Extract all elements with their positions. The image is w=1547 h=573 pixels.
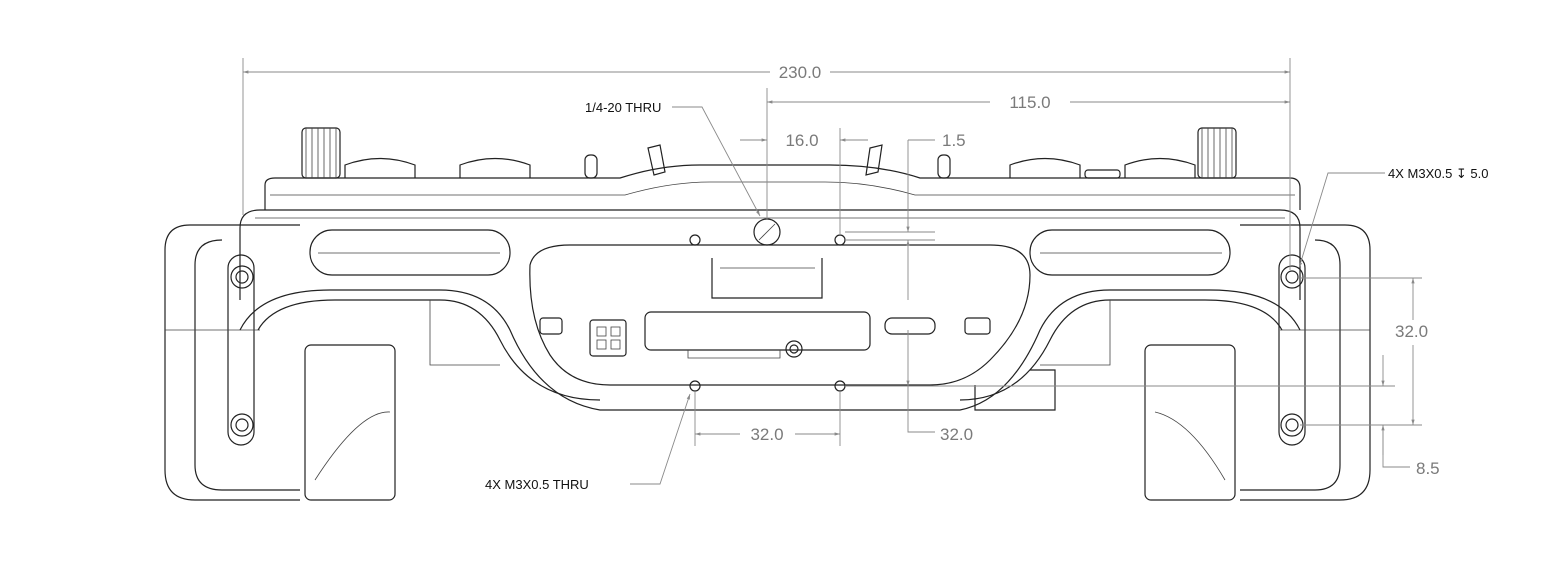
- knurled-knob-left: [301, 127, 341, 179]
- dim-bottom-offset: 8.5: [1416, 459, 1440, 478]
- joystick-knobs: [344, 144, 1196, 179]
- callout-center-hole: 1/4-20 THRU: [585, 100, 661, 115]
- dim-side-hole-spacing: 32.0: [1395, 322, 1428, 341]
- dim-bottom-hole-spacing: 32.0: [750, 425, 783, 444]
- knurled-knob-right: [1197, 127, 1237, 179]
- callout-side-holes: 4X M3X0.5 ↧ 5.0: [1388, 166, 1489, 181]
- dim-hole-offset: 16.0: [785, 131, 818, 150]
- dimension-lines: [243, 58, 1422, 485]
- dim-vertical-hole-spacing: 32.0: [940, 425, 973, 444]
- dim-half-width: 115.0: [1009, 93, 1050, 112]
- controller-part-outline: [164, 127, 1371, 501]
- connector-block: [589, 319, 627, 357]
- callout-bottom-holes: 4X M3X0.5 THRU: [485, 477, 589, 492]
- dim-vertical-offset: 1.5: [942, 131, 966, 150]
- dim-overall-width: 230.0: [779, 63, 822, 82]
- mounting-holes: [230, 218, 1304, 437]
